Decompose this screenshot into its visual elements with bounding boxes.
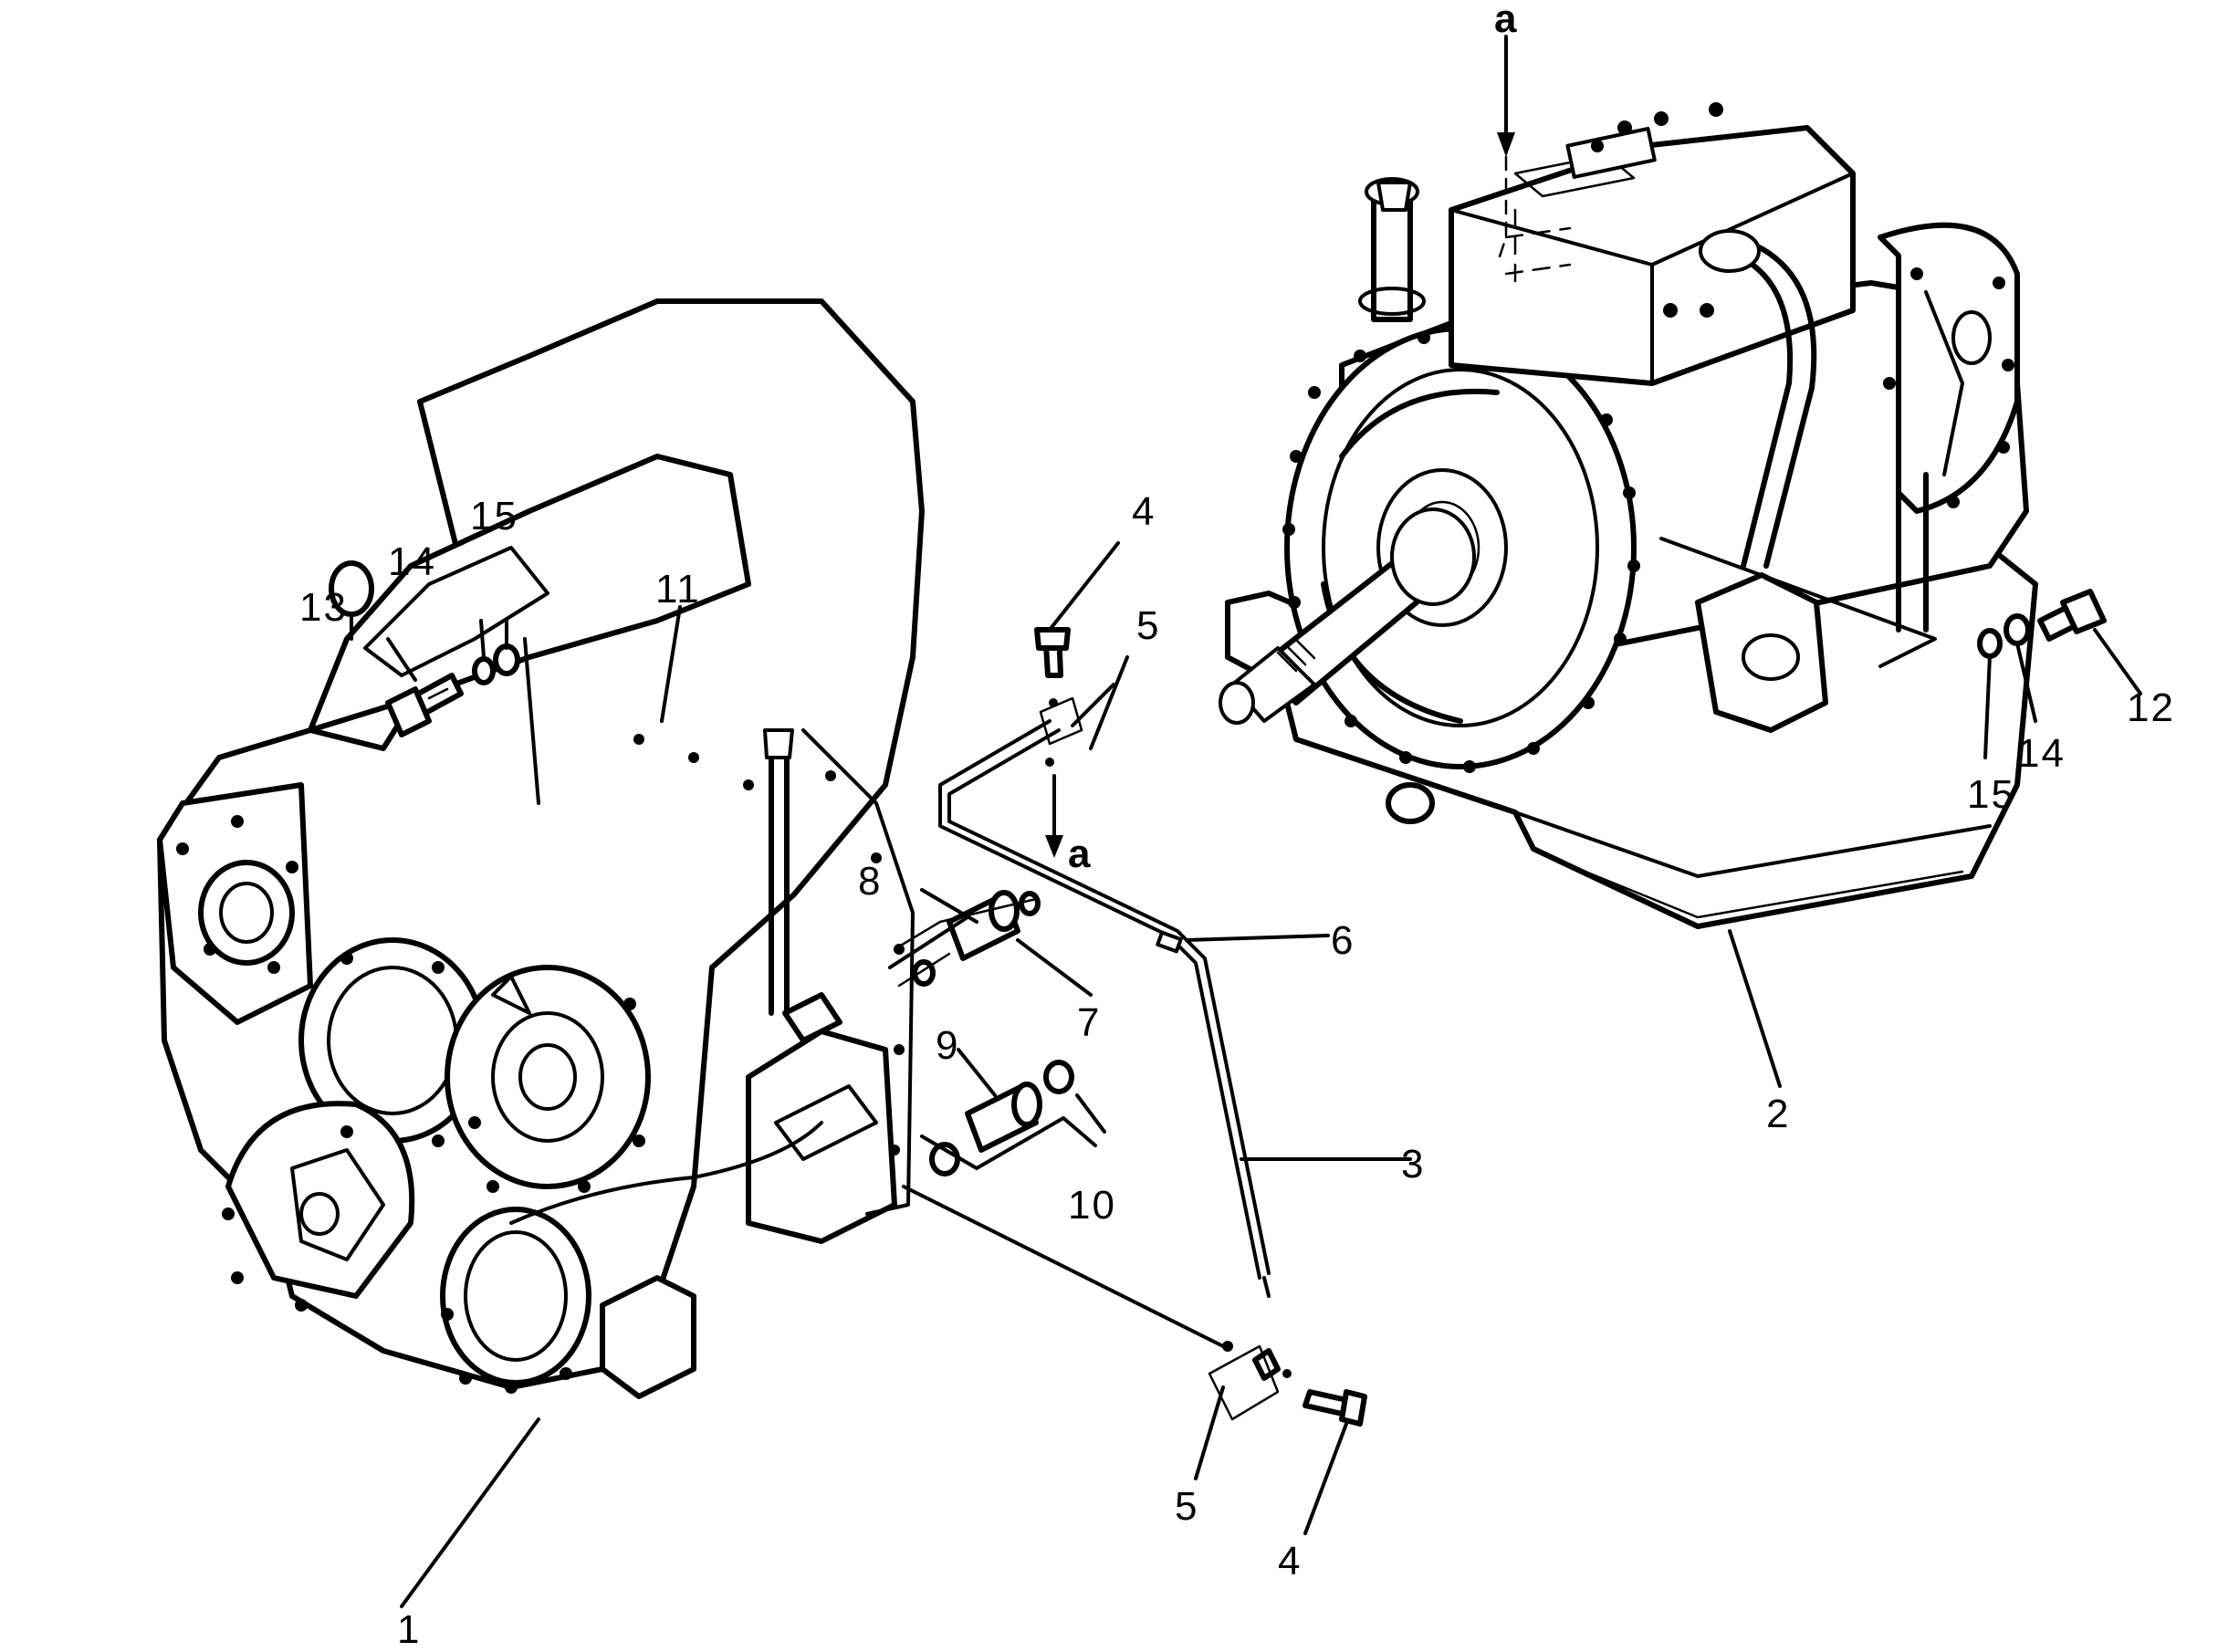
bolt-12-group [1977,589,2142,759]
part-label-3: 3 [1401,1142,1425,1187]
view-marker-a-lower: a [1068,831,1091,876]
transmission-assembly-right [1219,102,2038,1088]
part-label-5-bottom: 5 [1175,1484,1198,1529]
view-marker-a-top: a [1494,0,1517,41]
view-arrow-a-upper [1495,35,1515,267]
sleeve-7-group [888,888,1093,997]
oil-tube-3 [938,719,1412,1298]
part-label-10: 10 [1068,1183,1116,1228]
part-label-14-left: 14 [388,539,436,584]
part-label-15-right: 15 [1967,772,2015,817]
part-label-11: 11 [655,567,701,612]
part-label-5-top: 5 [1136,603,1160,648]
part-label-4-bottom: 4 [1278,1539,1302,1584]
sleeve-9-group [920,1048,1106,1176]
part-label-6: 6 [1331,918,1355,963]
bolt-4-top-group [1034,541,1129,767]
part-label-14-right: 14 [2017,731,2066,776]
part-label-12: 12 [2127,685,2175,730]
part-label-2: 2 [1766,1092,1790,1136]
leader-line-1 [400,1417,540,1608]
part-label-15-left: 15 [470,494,518,538]
view-arrow-a-lower [1045,774,1063,858]
part-label-4-top: 4 [1132,489,1156,534]
part-label-1: 1 [397,1607,421,1652]
transmission-case-left [157,298,925,1608]
part-label-13: 13 [299,585,348,630]
part-label-7: 7 [1077,1000,1101,1045]
leader-line-11 [660,605,682,723]
bolt-13-group [385,619,520,737]
leader-line-15-left [523,637,540,805]
part-label-8: 8 [858,859,882,904]
bolt-4-bottom-group [902,1185,1367,1535]
part-label-9: 9 [936,1023,959,1068]
